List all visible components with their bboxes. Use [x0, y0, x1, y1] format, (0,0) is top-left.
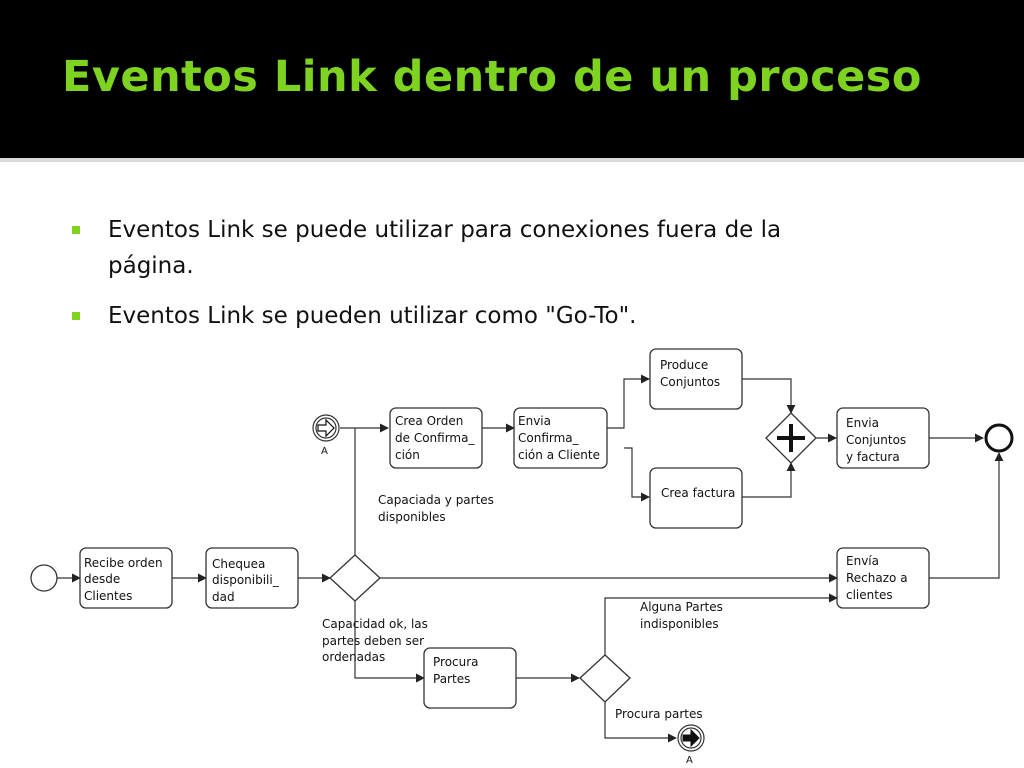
start-event-icon [30, 564, 58, 592]
flow-gateway-to-link-throw [604, 702, 677, 743]
task-envia-rechazo-label: Envía Rechazo a clientes [846, 554, 911, 602]
task-procura-partes-label: Procura Partes [433, 655, 482, 686]
flow-rechazo-to-end [929, 452, 1004, 579]
tasks: Recibe orden desde Clientes Chequea disp… [79, 348, 930, 709]
label-alguna-partes: Alguna Partes indisponibles [640, 600, 727, 631]
bullet-text-line: Eventos Link se puede utilizar para cone… [108, 217, 782, 243]
label-capaciada-partes: Capaciada y partes disponibles [378, 493, 498, 524]
flow-labels: Capaciada y partes disponibles Capacidad… [322, 493, 727, 721]
bullet-text-line: Eventos Link se pueden utilizar como "Go… [108, 303, 637, 329]
task-envia-conjuntos-label: Envia Conjuntos y factura [846, 416, 910, 464]
task-envia-confirmacion-label: Envia Confirma_ ción a Cliente [518, 414, 600, 462]
link-throw-label: A [686, 755, 693, 766]
bullet-text-line: página. [108, 253, 194, 279]
task-crea-factura [649, 467, 743, 529]
bullet-square-icon [72, 312, 80, 320]
task-envia-confirmacion [513, 407, 608, 469]
flow-gateway-to-rechazo-2 [604, 593, 838, 655]
task-envia-conjuntos [836, 407, 930, 469]
plus-icon [777, 424, 805, 452]
flow-gateway-to-procura [354, 601, 425, 683]
task-produce [649, 348, 743, 410]
task-produce-label: Produce Conjuntos [660, 358, 720, 389]
flow-produce-to-join [742, 378, 796, 414]
label-capacidad-ok: Capacidad ok, las partes deben ser orden… [322, 617, 432, 664]
link-catch-label: A [321, 446, 328, 457]
end-event-icon [984, 423, 1014, 453]
gateway-partes [579, 654, 631, 703]
flow-factura-to-join [742, 462, 796, 498]
bullet-list: Eventos Link se puede utilizar para cone… [72, 212, 972, 348]
parallel-gateway [765, 412, 817, 464]
title-band: Eventos Link dentro de un proceso [0, 0, 1024, 158]
gateways [329, 412, 817, 703]
slide-title: Eventos Link dentro de un proceso [62, 52, 922, 102]
flow-envia-to-factura [624, 447, 650, 502]
link-catch-event-icon [312, 414, 340, 442]
link-throw-event-icon [677, 724, 705, 752]
task-crea-orden [389, 407, 483, 469]
bullet-item: Eventos Link se pueden utilizar como "Go… [72, 298, 972, 334]
task-procura-partes [423, 647, 517, 709]
sequence-flows [57, 374, 1004, 743]
task-recibe-orden-label: Recibe orden desde Clientes [84, 556, 166, 603]
bullet-square-icon [72, 226, 80, 234]
gateway-capacidad [329, 554, 381, 602]
task-chequea [205, 547, 299, 609]
label-procura-partes: Procura partes [615, 707, 703, 721]
bullet-item: Eventos Link se puede utilizar para cone… [72, 212, 972, 284]
title-divider [0, 158, 1024, 162]
task-envia-rechazo [836, 547, 930, 609]
flow-envia-to-produce [607, 374, 650, 429]
task-crea-orden-label: Crea Orden de Confirma_ ción [395, 414, 478, 462]
task-crea-factura-label: Crea factura [661, 486, 735, 500]
task-recibe-orden [79, 547, 173, 609]
task-chequea-label: Chequea disponibili_ dad [212, 557, 283, 604]
events: A A [30, 414, 1014, 766]
